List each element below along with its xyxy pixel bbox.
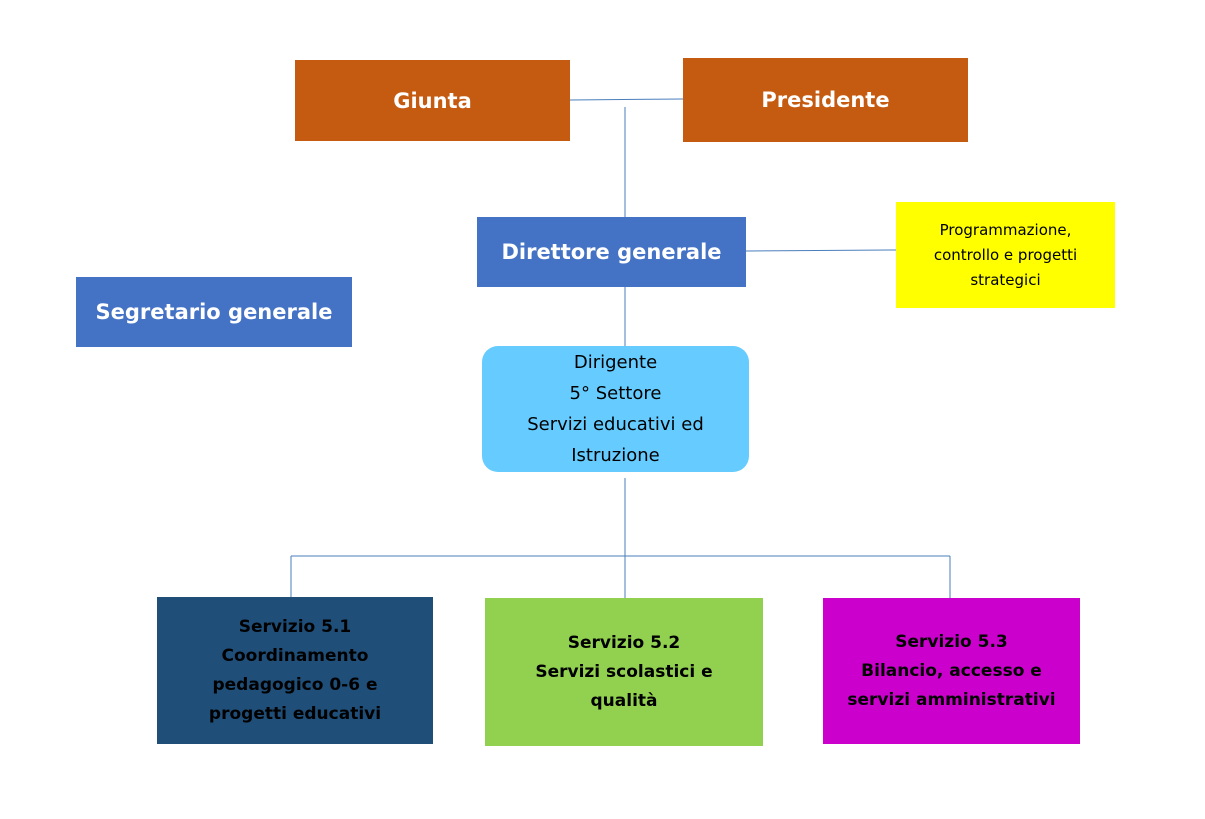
dirigente-line-4: Istruzione [571, 445, 660, 466]
servizio-5-3-line-3: servizi amministrativi [847, 689, 1056, 710]
direttore-generale-label: Direttore generale [501, 240, 722, 264]
connector-direttore-programmazione [745, 249, 897, 252]
giunta-label: Giunta [393, 88, 472, 113]
programmazione-line-1: Programmazione, [939, 220, 1072, 239]
segretario-generale-label: Segretario generale [95, 300, 333, 324]
servizio-5-1-line-1: Servizio 5.1 [238, 616, 352, 637]
dirigente-line-1: Dirigente [573, 352, 658, 373]
programmazione-box: Programmazione, controllo e progetti str… [896, 202, 1115, 308]
servizio-5-2-box: Servizio 5.2 Servizi scolastici e qualit… [485, 598, 763, 746]
servizio-5-3-line-1: Servizio 5.3 [895, 631, 1008, 652]
servizio-5-1-line-2: Coordinamento [221, 645, 369, 666]
direttore-generale-box: Direttore generale [477, 217, 746, 287]
servizio-5-1-box: Servizio 5.1 Coordinamento pedagogico 0-… [157, 597, 433, 744]
servizio-5-3-box: Servizio 5.3 Bilancio, accesso e servizi… [823, 598, 1080, 744]
programmazione-line-2: controllo e progetti [933, 245, 1078, 264]
servizio-5-2-line-1: Servizio 5.2 [567, 632, 681, 653]
servizio-5-1-line-3: pedagogico 0-6 e [212, 674, 378, 695]
dirigente-line-2: 5° Settore [569, 383, 662, 404]
presidente-label: Presidente [761, 88, 890, 112]
servizio-5-2-line-2: Servizi scolastici e [535, 661, 713, 682]
dirigente-line-3: Servizi educativi ed [527, 414, 704, 435]
presidente-box: Presidente [683, 58, 968, 142]
servizio-5-1-line-4: progetti educativi [208, 703, 382, 724]
segretario-generale-box: Segretario generale [76, 277, 352, 347]
programmazione-line-3: strategici [970, 270, 1041, 289]
servizio-5-2-line-3: qualità [590, 690, 658, 711]
dirigente-box: Dirigente 5° Settore Servizi educativi e… [482, 346, 749, 472]
giunta-box: Giunta [295, 60, 570, 141]
connector-giunta-presidente [569, 98, 684, 101]
servizio-5-3-line-2: Bilancio, accesso e [861, 660, 1042, 681]
